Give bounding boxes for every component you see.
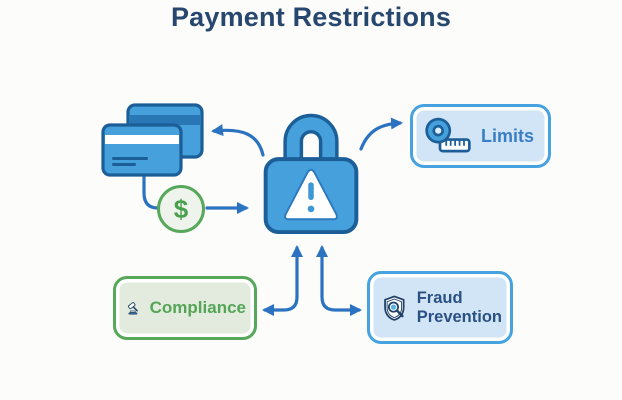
tape-measure-icon bbox=[425, 117, 471, 153]
fraud-prevention-node: Fraud Prevention bbox=[367, 271, 513, 344]
arrow-lock-to-limits bbox=[359, 117, 403, 151]
limits-node: Limits bbox=[410, 104, 551, 168]
diagram-title: Payment Restrictions bbox=[170, 2, 452, 32]
arrow-lock-fraud-bidirectional bbox=[316, 245, 362, 316]
fraud-prevention-label: Fraud Prevention bbox=[416, 288, 502, 326]
dollar-symbol: $ bbox=[173, 194, 189, 224]
compliance-node: Compliance bbox=[113, 276, 257, 340]
gavel-icon bbox=[127, 302, 138, 315]
credit-cards-icon bbox=[101, 103, 204, 177]
dollar-circle-icon: $ bbox=[157, 185, 205, 233]
arrow-lock-compliance-bidirectional bbox=[262, 245, 303, 316]
limits-label: Limits bbox=[481, 125, 535, 146]
line-cards-to-dollar bbox=[142, 174, 160, 210]
shield-magnifier-icon bbox=[384, 295, 405, 321]
compliance-label: Compliance bbox=[149, 298, 246, 318]
arrow-lock-to-cards bbox=[211, 124, 265, 157]
padlock-warning-icon bbox=[263, 113, 359, 235]
